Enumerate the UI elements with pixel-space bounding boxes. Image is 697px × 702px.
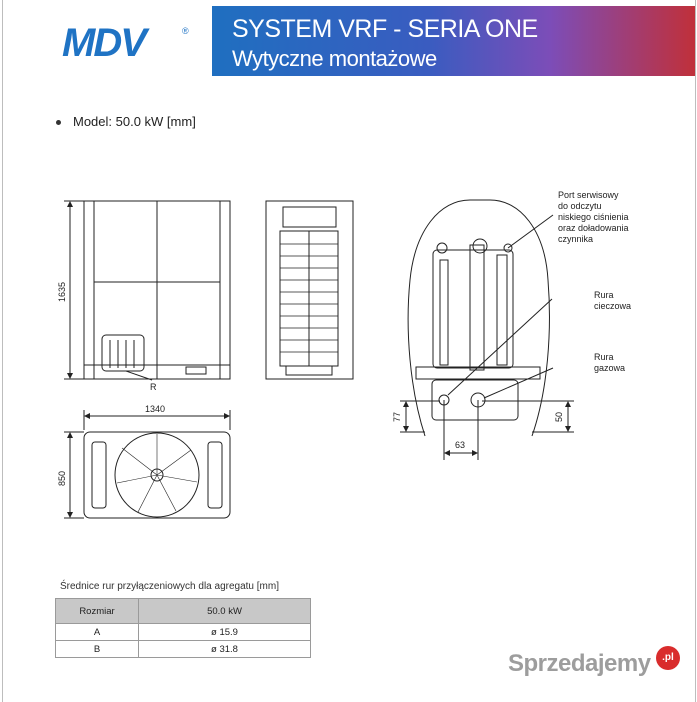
service-port-line-2: do odczytu — [558, 201, 602, 211]
dim-63-label: 63 — [455, 440, 465, 450]
gas-pipe-line-1: Rura — [594, 352, 614, 362]
liquid-pipe-line-1: Rura — [594, 290, 614, 300]
header-title: SYSTEM VRF - SERIA ONE — [232, 15, 538, 43]
header-banner: SYSTEM VRF - SERIA ONE Wytyczne montażow… — [212, 6, 695, 76]
side-view — [265, 200, 354, 380]
height-dim-label: 1635 — [57, 282, 67, 302]
table-header-row: Rozmiar 50.0 kW — [55, 598, 311, 624]
mdv-logo: MDV ® — [62, 21, 189, 65]
detail-letter: R — [150, 382, 157, 392]
width-dim-label: 1340 — [145, 404, 165, 414]
model-text: Model: 50.0 kW [mm] — [73, 114, 196, 129]
header-subtitle: Wytyczne montażowe — [232, 46, 437, 71]
row-b-size: B — [55, 640, 139, 658]
dim-77-label: 77 — [392, 412, 402, 422]
table-row: B ø 31.8 — [55, 640, 311, 658]
model-line: Model: 50.0 kW [mm] — [56, 114, 196, 129]
depth-dim-label: 850 — [57, 471, 67, 486]
row-b-diameter: ø 31.8 — [138, 640, 311, 658]
watermark-badge: .pl — [656, 646, 680, 670]
pipe-diameter-table: Rozmiar 50.0 kW A ø 15.9 B ø 31.8 — [55, 598, 311, 658]
row-a-diameter: ø 15.9 — [138, 623, 311, 641]
pipe-detail-view — [407, 199, 550, 437]
dim-50-label: 50 — [554, 412, 564, 422]
service-port-line-3: niskiego ciśnienia — [558, 212, 629, 222]
front-view — [83, 200, 231, 381]
header-capacity: 50.0 kW — [138, 598, 311, 624]
registered-mark: ® — [182, 26, 189, 36]
liquid-pipe-line-2: cieczowa — [594, 301, 631, 311]
service-port-line-4: oraz doładowania — [558, 223, 629, 233]
service-port-line-1: Port serwisowy — [558, 190, 619, 200]
bullet-icon — [56, 120, 61, 126]
gas-pipe-line-2: gazowa — [594, 363, 625, 373]
logo-text: MDV — [62, 21, 150, 65]
top-view — [83, 431, 231, 519]
service-port-line-5: czynnika — [558, 234, 593, 244]
row-a-size: A — [55, 623, 139, 641]
header-size: Rozmiar — [55, 598, 139, 624]
table-row: A ø 15.9 — [55, 623, 311, 641]
pipe-table-caption: Średnice rur przyłączeniowych dla agrega… — [60, 581, 279, 592]
watermark-text: Sprzedajemy — [508, 650, 651, 677]
